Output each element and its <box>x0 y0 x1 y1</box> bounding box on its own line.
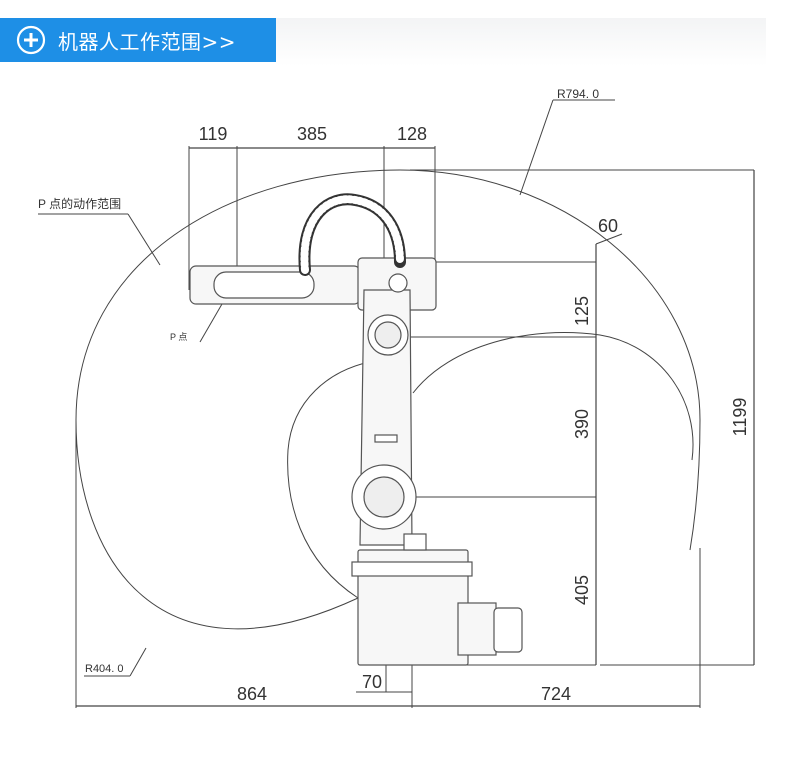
robot-arm <box>189 257 523 666</box>
outer-envelope <box>75 169 701 630</box>
dim-125: 125 <box>572 296 592 326</box>
dim-top-left: 119 <box>199 124 228 144</box>
dim-864: 864 <box>237 684 267 704</box>
dim-top-right: 128 <box>397 124 427 144</box>
dim-390: 390 <box>572 409 592 439</box>
label-outer-radius: R794. 0 <box>557 87 599 101</box>
label-inner-radius: R404. 0 <box>85 663 124 675</box>
plus-circle-icon <box>16 25 46 55</box>
inner-envelope <box>287 361 371 599</box>
dim-top-mid: 385 <box>297 124 327 144</box>
dim-724: 724 <box>541 684 571 704</box>
header-background-strip <box>276 18 766 66</box>
inner-envelope-right <box>412 332 694 461</box>
dim-405: 405 <box>572 575 592 605</box>
dim-70: 70 <box>362 672 382 692</box>
dim-1199: 1199 <box>730 398 750 437</box>
dim-offset-60: 60 <box>598 216 618 236</box>
section-header: 机器人工作范围>> <box>0 18 276 62</box>
label-p-point: P 点 <box>170 332 187 342</box>
base-motor <box>457 602 497 656</box>
label-p-range: P 点的动作范围 <box>38 196 121 211</box>
section-title: 机器人工作范围>> <box>58 29 237 54</box>
